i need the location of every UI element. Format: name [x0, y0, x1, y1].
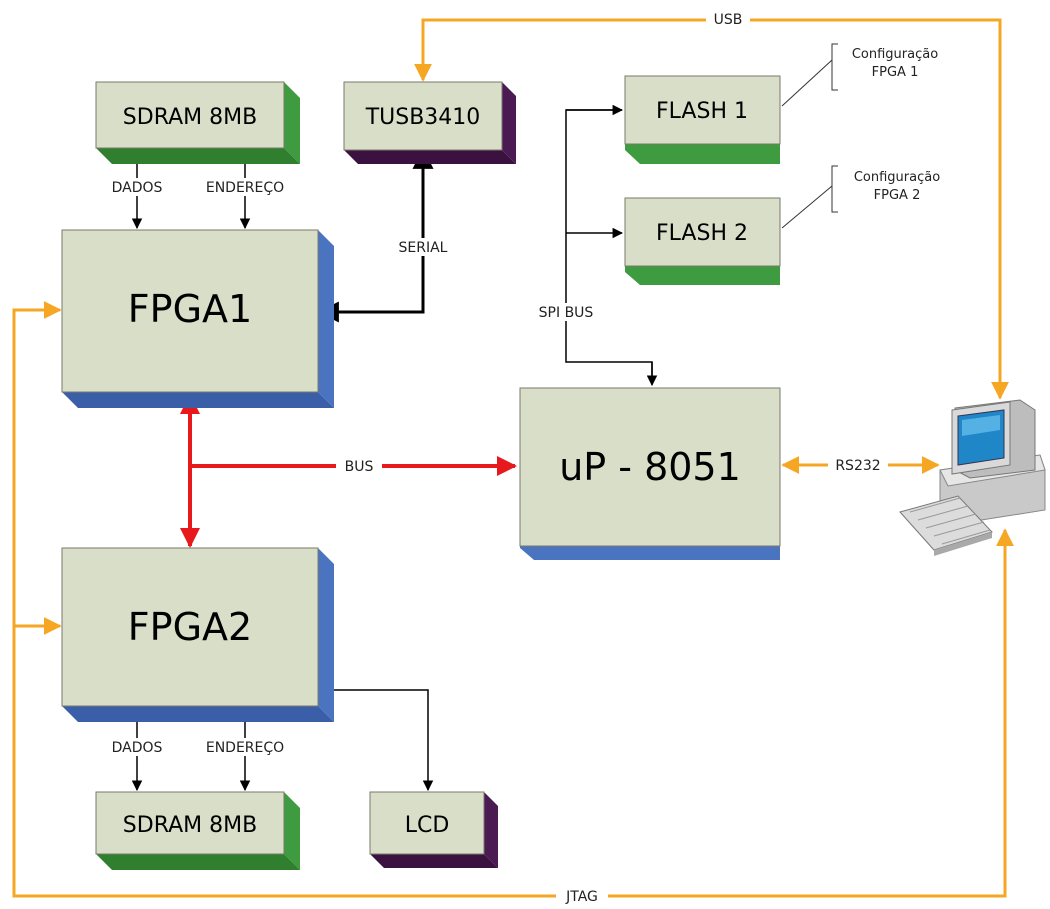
config-fpga1-line2: FPGA 1 [872, 65, 919, 80]
up-8051-label: uP - 8051 [559, 445, 741, 489]
sdram-bottom-links: DADOS ENDEREÇO [100, 712, 298, 790]
tusb3410-block: TUSB3410 [344, 82, 516, 164]
serial-label: SERIAL [399, 240, 448, 256]
tusb3410-label: TUSB3410 [365, 105, 481, 130]
flash2-block: FLASH 2 [625, 198, 780, 285]
flash1-label: FLASH 1 [656, 99, 748, 124]
computer-icon [900, 400, 1045, 556]
rs232-label: RS232 [835, 458, 880, 474]
sdram-top-label: SDRAM 8MB [123, 105, 257, 130]
fpga1-block: FPGA1 [62, 230, 334, 408]
sdram-bottom-block: SDRAM 8MB [96, 792, 300, 870]
bus-connection: BUS [190, 396, 515, 546]
config-fpga2-line2: FPGA 2 [874, 188, 921, 203]
up-8051-block: uP - 8051 [520, 388, 780, 560]
endereco-bottom-label: ENDEREÇO [206, 740, 284, 756]
config-fpga1-note: Configuração FPGA 1 [782, 44, 938, 106]
sdram-top-block: SDRAM 8MB [96, 82, 300, 164]
dados-top-label: DADOS [112, 180, 163, 196]
endereco-top-label: ENDEREÇO [206, 180, 284, 196]
lcd-connection [320, 690, 428, 790]
rs232-connection: RS232 [783, 456, 938, 474]
config-fpga2-note: Configuração FPGA 2 [782, 166, 940, 228]
lcd-block: LCD [370, 792, 498, 868]
bus-label: BUS [345, 459, 374, 475]
fpga2-block: FPGA2 [62, 548, 334, 722]
sdram-bottom-label: SDRAM 8MB [123, 813, 257, 838]
config-fpga1-line1: Configuração [852, 47, 938, 62]
config-fpga2-line1: Configuração [854, 170, 940, 185]
flash2-label: FLASH 2 [656, 221, 748, 246]
serial-connection: SERIAL [320, 150, 458, 312]
usb-label: USB [714, 12, 743, 28]
fpga2-label: FPGA2 [128, 605, 252, 649]
dados-bottom-label: DADOS [112, 740, 163, 756]
lcd-label: LCD [405, 813, 450, 838]
jtag-label: JTAG [565, 889, 598, 905]
spi-bus-label: SPI BUS [539, 305, 594, 321]
fpga1-label: FPGA1 [128, 287, 252, 331]
flash1-block: FLASH 1 [625, 76, 780, 164]
